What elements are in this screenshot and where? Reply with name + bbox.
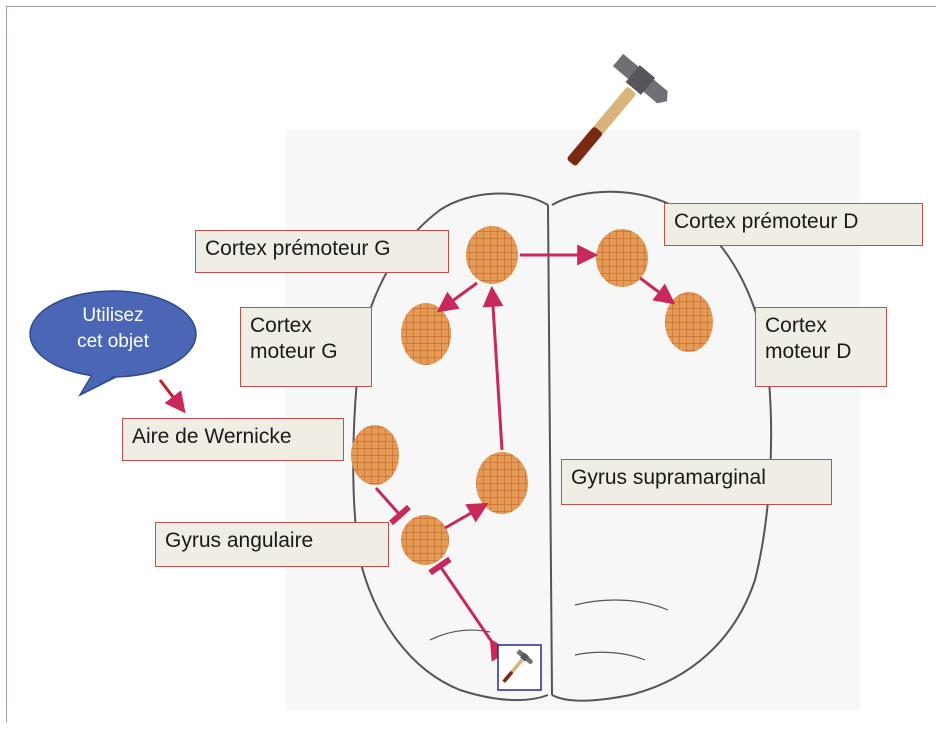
- bubble-pointer-arrow: [160, 380, 183, 410]
- bubble-line-1: Utilisez: [48, 303, 178, 329]
- label-motor-right-line-2: moteur D: [765, 339, 877, 365]
- region-wernicke: [351, 425, 399, 485]
- bubble-line-2: cet objet: [48, 329, 178, 355]
- label-motor-left: Cortex moteur G: [240, 307, 372, 387]
- label-motor-right: Cortex moteur D: [755, 307, 887, 387]
- label-angular: Gyrus angulaire: [155, 522, 389, 567]
- label-premotor-left: Cortex prémoteur G: [195, 230, 449, 273]
- label-wernicke: Aire de Wernicke: [122, 418, 344, 461]
- label-motor-right-line-1: Cortex: [765, 313, 877, 339]
- region-premotor-left: [466, 226, 518, 284]
- tool-thumbnail: [497, 645, 541, 690]
- region-angular: [401, 515, 449, 565]
- label-premotor-right: Cortex prémoteur D: [664, 203, 923, 246]
- label-motor-left-line-1: Cortex: [250, 313, 362, 339]
- label-motor-left-line-2: moteur G: [250, 339, 362, 365]
- label-supramarginal: Gyrus supramarginal: [561, 459, 832, 505]
- region-motor-left: [401, 303, 451, 365]
- speech-bubble-text: Utilisez cet objet: [48, 303, 178, 355]
